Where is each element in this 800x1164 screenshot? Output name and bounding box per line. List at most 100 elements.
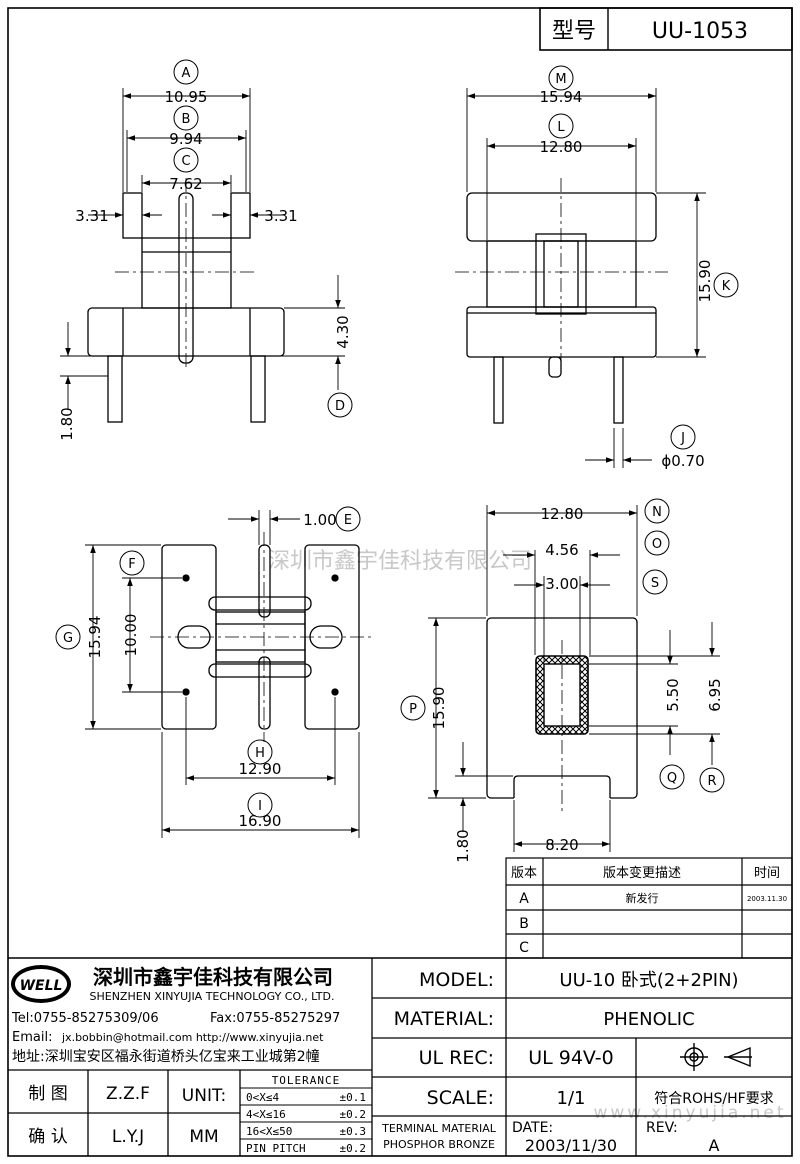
svg-text:L: L [557, 120, 565, 135]
dim-c-value: 7.62 [169, 175, 202, 193]
revision-header-desc: 版本变更描述 [603, 865, 681, 881]
tolerance-range: 0<X≤4 [246, 1091, 279, 1104]
dim-n-value: 12.80 [541, 505, 584, 523]
dim-s-value: 3.00 [545, 575, 578, 593]
dim-p-value: 15.90 [430, 687, 448, 730]
svg-text:P: P [409, 702, 417, 717]
unit-label: UNIT: [182, 1086, 226, 1106]
dim-left-tab-value: 3.31 [75, 207, 108, 225]
sheet-border [7, 7, 793, 1157]
callout-p: P [400, 695, 426, 721]
tolerance-range: PIN PITCH [246, 1142, 306, 1155]
revision-row-rev: C [519, 940, 529, 956]
svg-text:G: G [63, 631, 73, 646]
revision-row-rev: A [519, 891, 529, 907]
header-model-value: UU-1053 [652, 19, 748, 44]
svg-text:F: F [128, 557, 135, 572]
callout-j: J [670, 424, 696, 450]
dim-g-value: 15.94 [86, 616, 104, 659]
callout-b: B [173, 105, 199, 131]
revision-row-date: 2003.11.30 [747, 895, 787, 903]
date-value: 2003/11/30 [525, 1136, 617, 1155]
svg-text:M: M [555, 72, 566, 87]
rev-label: REV: [646, 1120, 678, 1136]
material-label: MATERIAL: [394, 1008, 494, 1030]
dim-l-value: 12.80 [540, 138, 583, 156]
company-name-en: SHENZHEN XINYUJIA TECHNOLOGY CO., LTD. [90, 990, 335, 1003]
callout-a: A [173, 59, 199, 85]
company-address: 地址:深圳宝安区福永街道桥头亿宝来工业城第2幢 [12, 1048, 320, 1065]
dim-pin-length-value: 1.80 [58, 407, 76, 440]
header-model-label: 型号 [552, 19, 596, 44]
tolerance-value: ±0.2 [340, 1142, 367, 1155]
dim-a-value: 10.95 [165, 88, 208, 106]
svg-text:J: J [680, 431, 685, 446]
svg-text:H: H [255, 746, 265, 761]
callout-s: S [642, 569, 668, 595]
header-model-box: 型号 UU-1053 [539, 7, 793, 51]
terminal-material-line1: TERMINAL MATERIAL [381, 1122, 497, 1135]
material-value: PHENOLIC [603, 1009, 694, 1030]
callout-g: G [55, 624, 81, 650]
tolerance-value: ±0.3 [340, 1125, 367, 1138]
svg-text:A: A [182, 66, 191, 81]
svg-text:C: C [181, 154, 190, 169]
dim-e-value: 1.00 [303, 511, 336, 529]
company-tel: Tel:0755-85275309/06 [11, 1011, 159, 1026]
ul-value: UL 94V-0 [528, 1047, 614, 1069]
callout-f: F [119, 550, 145, 576]
dim-height-value: 4.30 [334, 315, 352, 348]
company-fax: Fax:0755-85275297 [210, 1011, 340, 1026]
front-view [60, 88, 345, 423]
callout-m: M [548, 65, 574, 91]
tolerance-title: TOLERANCE [272, 1074, 341, 1087]
svg-text:WELL: WELL [20, 978, 63, 994]
callout-i: I [247, 792, 273, 818]
callout-q: Q [659, 764, 685, 790]
side-view [455, 88, 706, 468]
title-block-grid [8, 957, 792, 1156]
revision-header-date: 时间 [754, 866, 780, 881]
terminal-material-line2: PHOSPHOR BRONZE [383, 1138, 495, 1151]
dim-j-value: ϕ0.70 [661, 452, 704, 470]
dim-q-value: 5.50 [664, 678, 682, 711]
callout-r: R [699, 767, 725, 793]
company-email-label: Email: [12, 1030, 52, 1045]
revision-header-rev: 版本 [511, 866, 537, 881]
confirm-value: L.Y.J [112, 1127, 144, 1147]
svg-text:K: K [722, 279, 731, 294]
revision-row-desc: 新发行 [626, 891, 659, 905]
dim-end-pin-value: 1.80 [454, 829, 472, 862]
callout-e: E [335, 506, 361, 532]
dim-h-value: 12.90 [239, 760, 282, 778]
svg-text:S: S [651, 576, 659, 591]
svg-text:D: D [335, 399, 345, 414]
dim-f-value: 10.00 [122, 614, 140, 657]
tolerance-range: 4<X≤16 [246, 1108, 286, 1121]
model-label: MODEL: [419, 969, 494, 991]
callout-k: K [713, 272, 739, 298]
svg-text:I: I [258, 799, 262, 814]
dim-i-value: 16.90 [239, 812, 282, 830]
date-label: DATE: [512, 1120, 553, 1136]
callout-l: L [548, 113, 574, 139]
revision-row-rev: B [519, 916, 529, 932]
svg-text:N: N [652, 505, 662, 520]
company-logo: WELL [11, 965, 71, 1003]
end-view [428, 505, 720, 852]
dim-b-value: 9.94 [169, 130, 202, 148]
company-name-cn: 深圳市鑫宇佳科技有限公司 [93, 965, 333, 989]
tolerance-value: ±0.2 [340, 1108, 367, 1121]
dim-o-value: 4.56 [545, 541, 578, 559]
tolerance-table [240, 1087, 372, 1140]
watermark-url: www.xinyujia.net [593, 1103, 786, 1123]
callout-o: O [644, 530, 670, 556]
dim-base-value: 8.20 [545, 836, 578, 854]
callout-n: N [644, 498, 670, 524]
draw-label: 制 图 [28, 1084, 67, 1104]
bottom-view [85, 510, 372, 838]
projection-symbol-icon [680, 1043, 752, 1071]
callout-d: D [327, 392, 353, 418]
scale-value: 1/1 [557, 1088, 586, 1109]
